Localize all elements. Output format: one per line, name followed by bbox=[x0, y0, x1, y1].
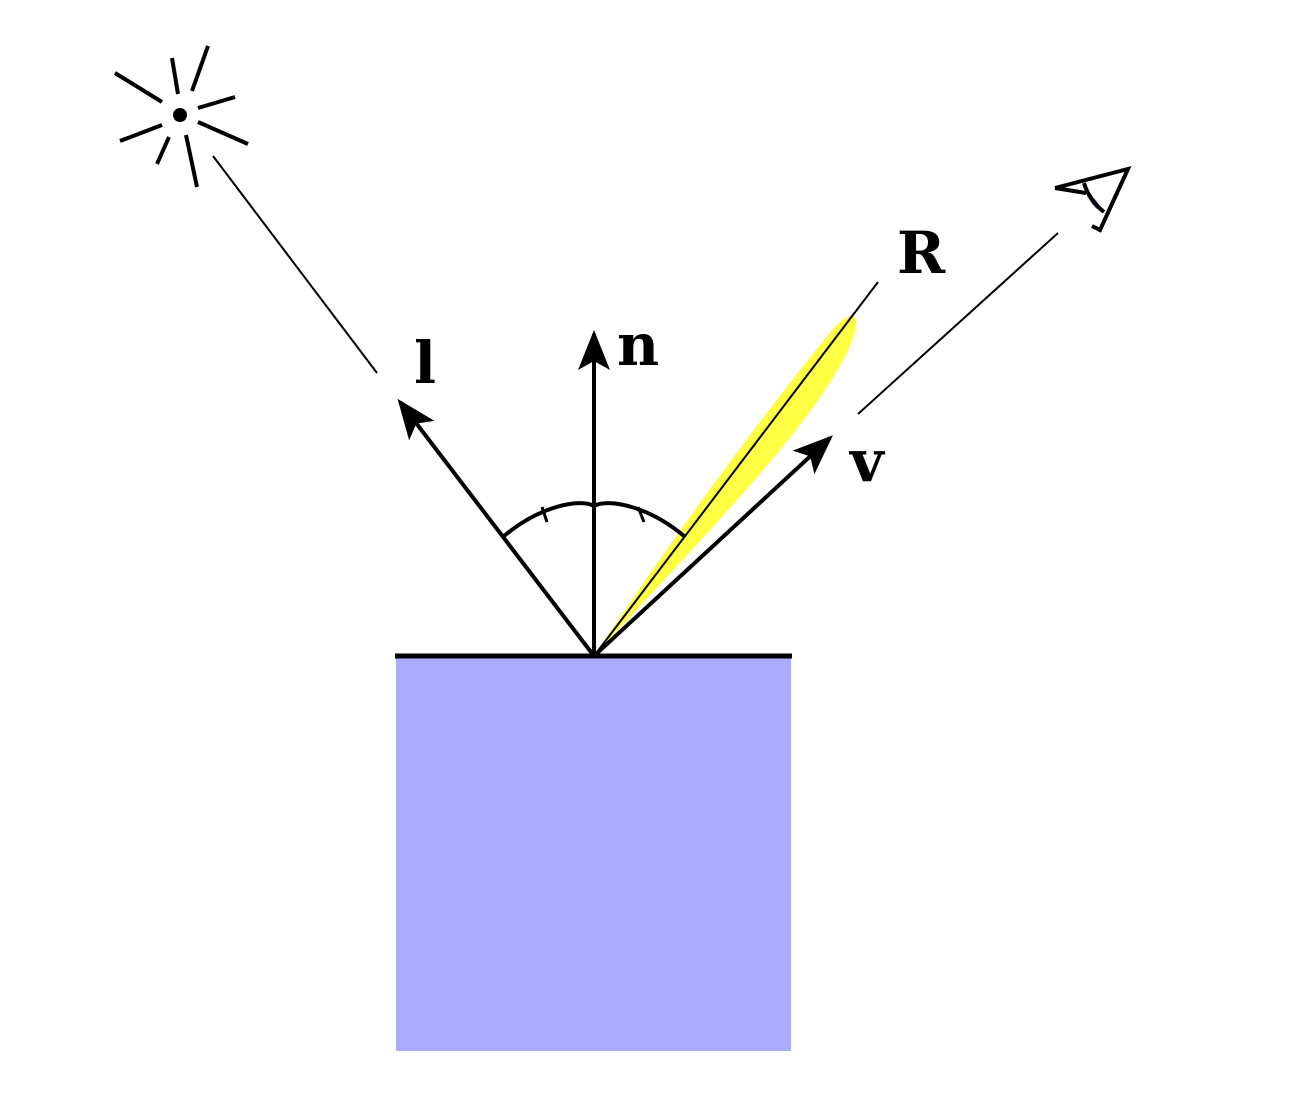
reflection-line bbox=[593, 281, 879, 657]
angle-arc bbox=[502, 501, 686, 538]
light-ray-line bbox=[212, 155, 378, 374]
view-vector-arrow bbox=[592, 435, 833, 658]
surface-block bbox=[396, 656, 791, 1051]
view-vector-label: v bbox=[848, 427, 886, 495]
light-source-icon bbox=[113, 45, 249, 188]
view-ray-line bbox=[857, 232, 1059, 415]
light-vector-arrow bbox=[397, 398, 596, 658]
eye-icon bbox=[1054, 166, 1132, 233]
angle-tick-left bbox=[540, 506, 549, 523]
reflection-vector-label: R bbox=[897, 219, 946, 287]
light-vector-label: l bbox=[414, 329, 436, 397]
normal-vector-label: n bbox=[617, 311, 659, 379]
angle-tick-right bbox=[636, 506, 646, 523]
